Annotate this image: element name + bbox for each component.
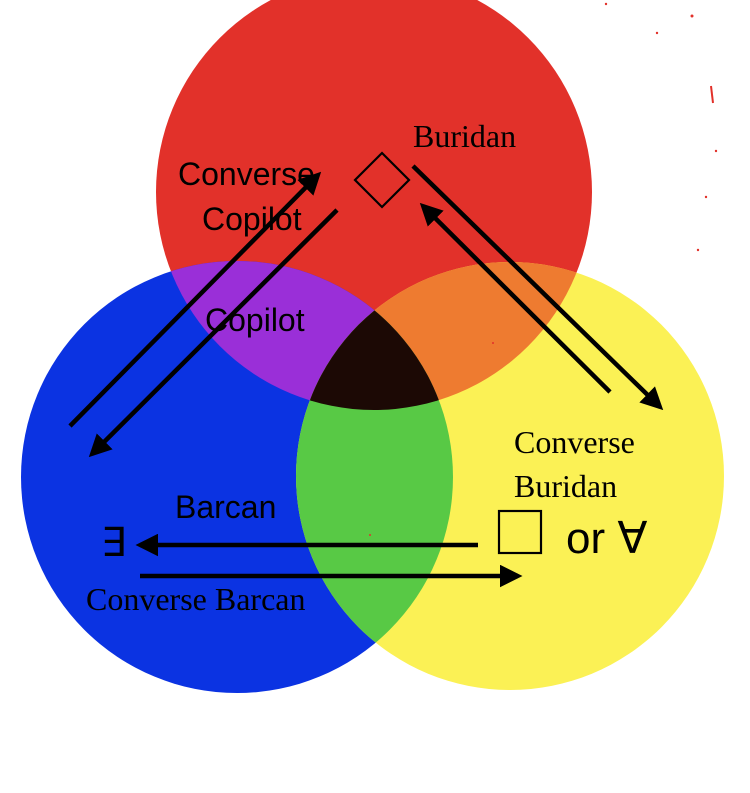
arrow-copilot (88, 208, 339, 458)
arrow-converse-copilot (68, 171, 322, 428)
exists-symbol: ∃ (101, 521, 126, 565)
arrow-converse-buridan (419, 202, 612, 394)
stray-red-marks (369, 2, 718, 536)
label-converse-buridan-line1: Converse (514, 424, 635, 460)
diamond-possibility-icon (353, 151, 411, 209)
box-necessity-icon (497, 509, 543, 555)
label-barcan: Barcan (175, 489, 276, 525)
label-buridan: Buridan (413, 118, 516, 154)
label-converse-copilot-line2: Copilot (202, 201, 302, 237)
center-overlap (296, 262, 453, 410)
label-converse-buridan-line2: Buridan (514, 468, 617, 504)
label-forall: or ∀ (566, 514, 647, 563)
label-converse-copilot-line1: Converse (178, 156, 315, 192)
label-copilot: Copilot (205, 302, 305, 338)
label-converse-barcan: Converse Barcan (86, 581, 305, 617)
arrow-buridan (411, 164, 664, 411)
